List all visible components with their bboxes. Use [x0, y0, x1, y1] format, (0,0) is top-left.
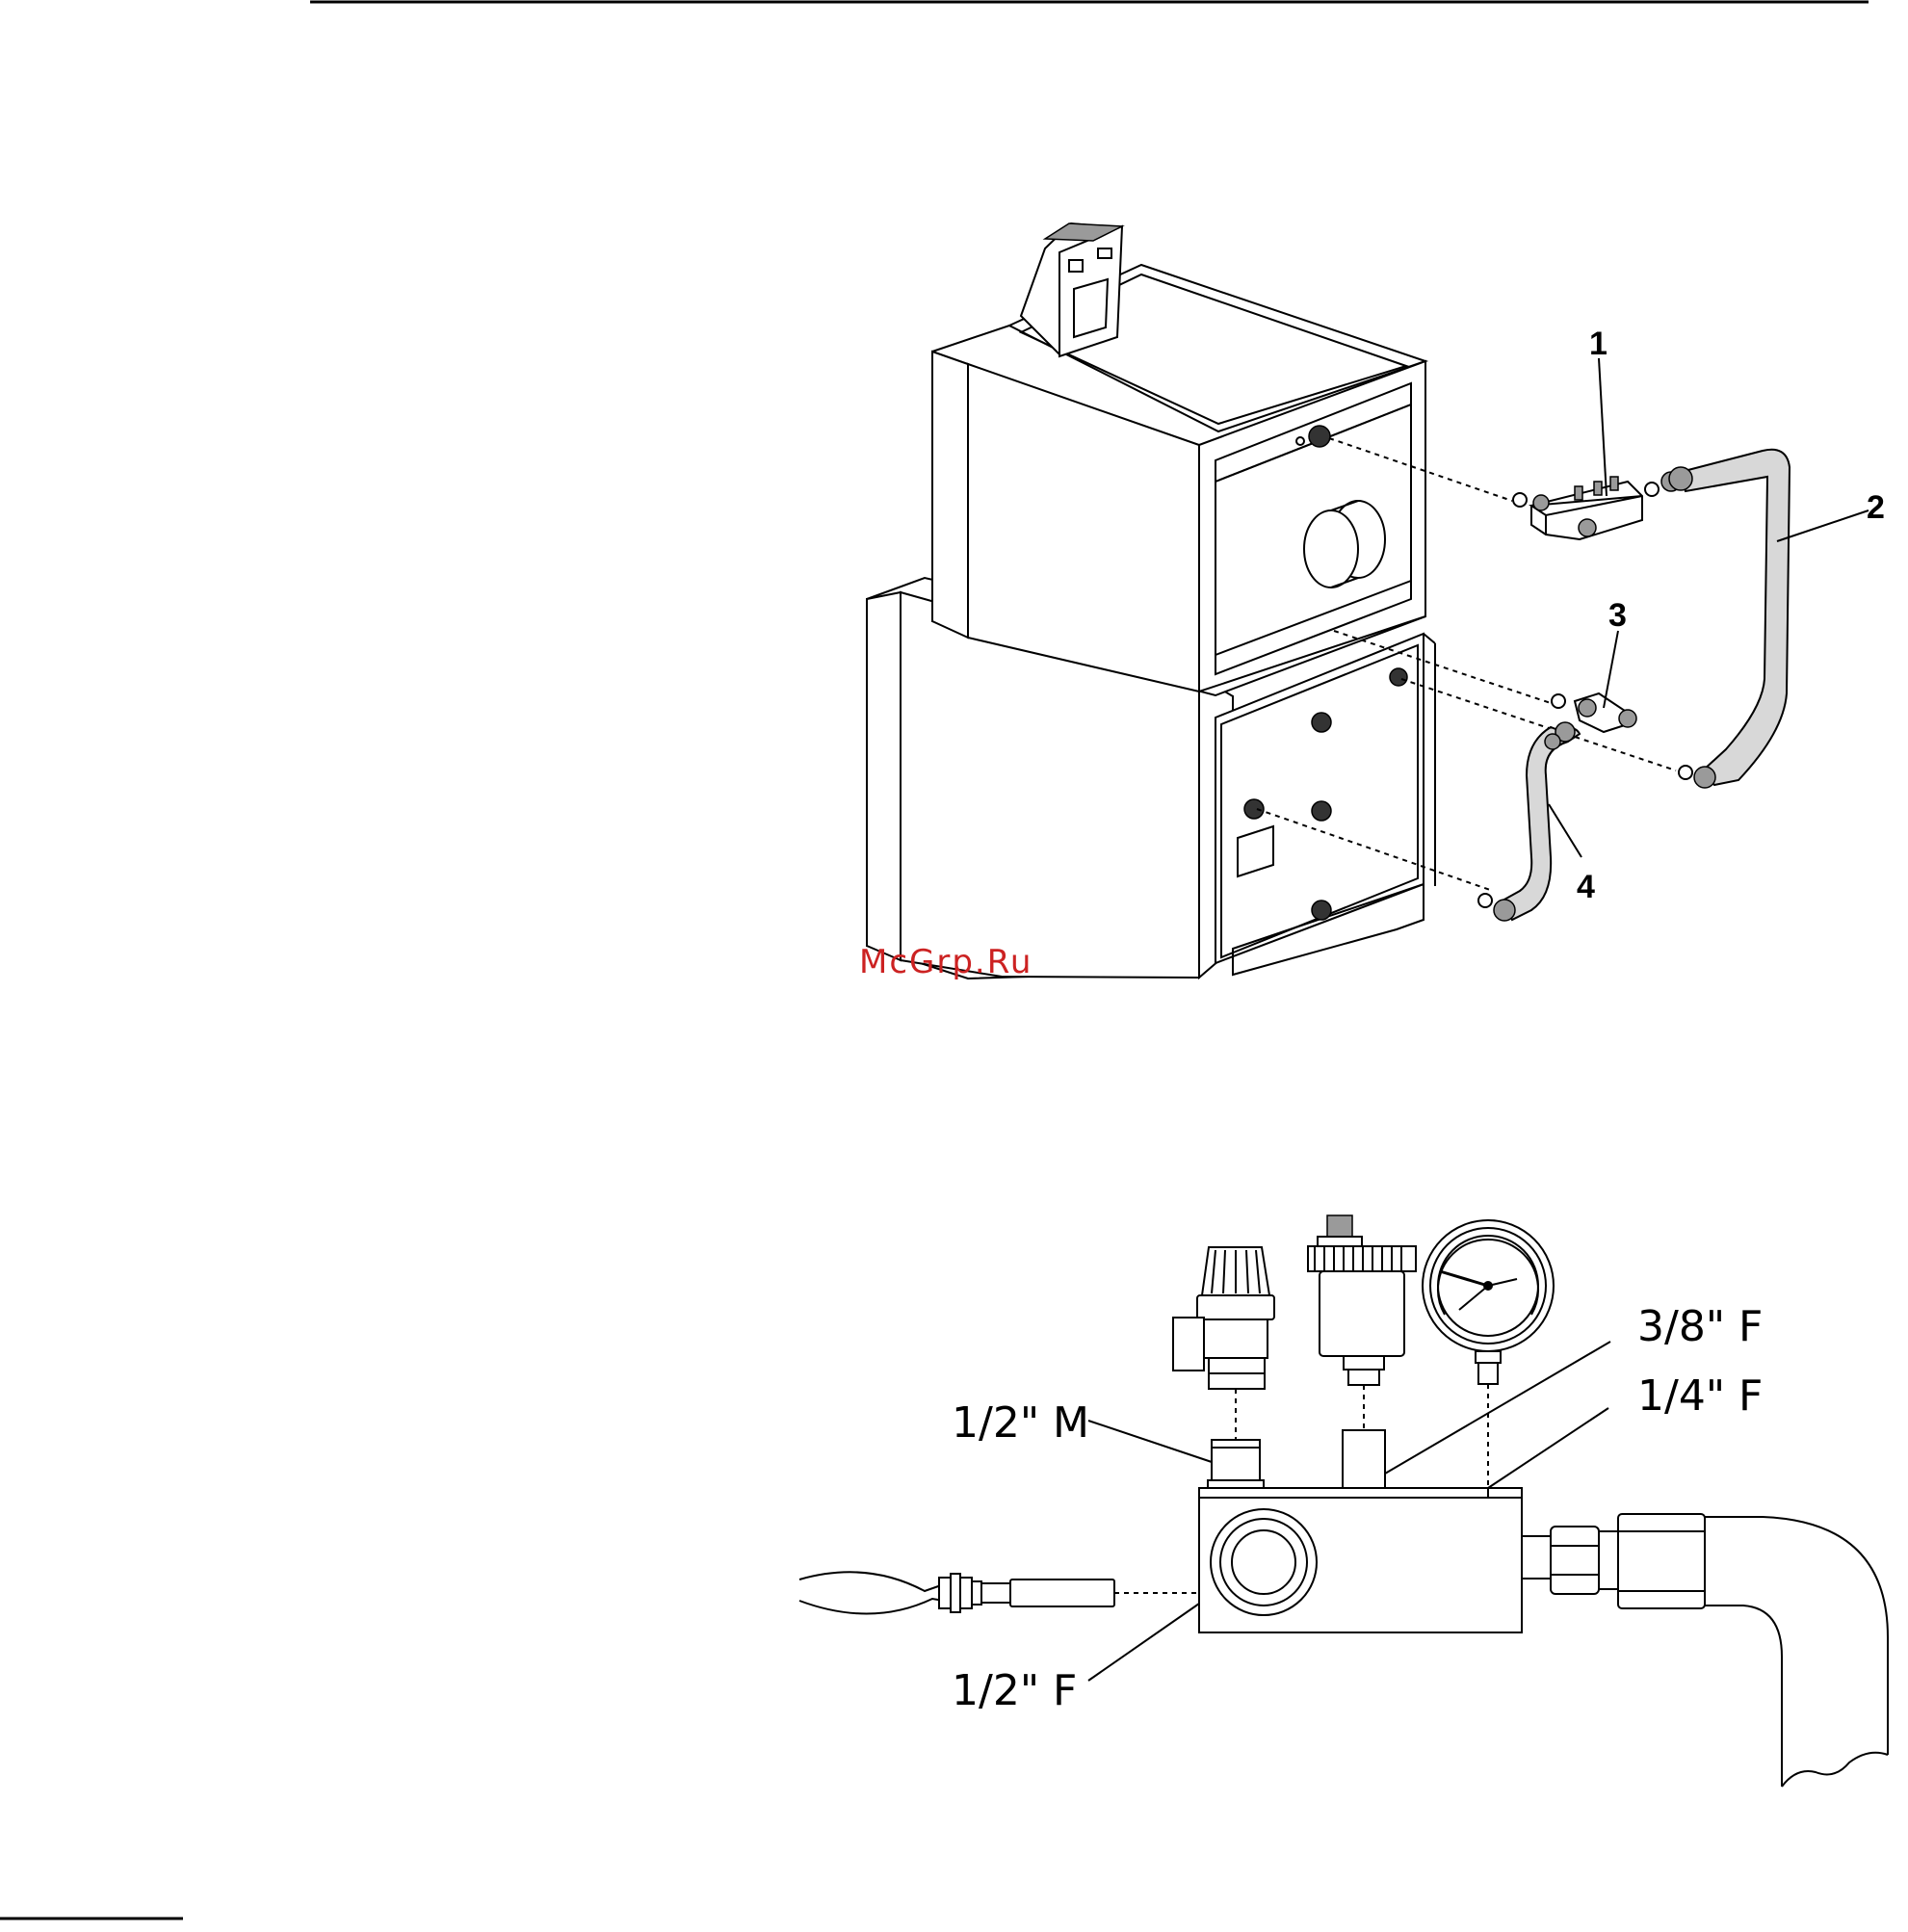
safety-valve — [1173, 1247, 1274, 1389]
label-half-inch-female: 1/2" F — [952, 1666, 1077, 1715]
long-hose — [1669, 450, 1790, 788]
boiler-assembly-figure: 1 2 3 4 — [867, 223, 1885, 979]
air-vent — [1308, 1215, 1416, 1385]
label-three-eighth-female: 3/8" F — [1637, 1302, 1763, 1351]
label-quarter-inch-female: 1/4" F — [1637, 1371, 1763, 1421]
short-hose — [1478, 722, 1580, 921]
manifold-detail-figure: 1/2" M 3/8" F 1/4" F 1/2" F — [799, 1215, 1888, 1787]
callout-1: 1 — [1589, 326, 1607, 362]
callout-3: 3 — [1608, 597, 1627, 634]
three-eighth-nipple — [1343, 1430, 1385, 1490]
outlet-elbow — [1522, 1514, 1888, 1787]
sensor-probe — [799, 1572, 1114, 1613]
callout-2: 2 — [1867, 489, 1885, 526]
label-half-inch-male: 1/2" M — [952, 1398, 1089, 1448]
pressure-gauge — [1423, 1220, 1554, 1384]
callout-4: 4 — [1577, 869, 1595, 905]
watermark: McGrp.Ru — [859, 943, 1032, 981]
manifold-block — [1513, 472, 1681, 539]
upper-cabinet — [932, 265, 1425, 695]
half-inch-male-nipple — [1212, 1440, 1260, 1480]
